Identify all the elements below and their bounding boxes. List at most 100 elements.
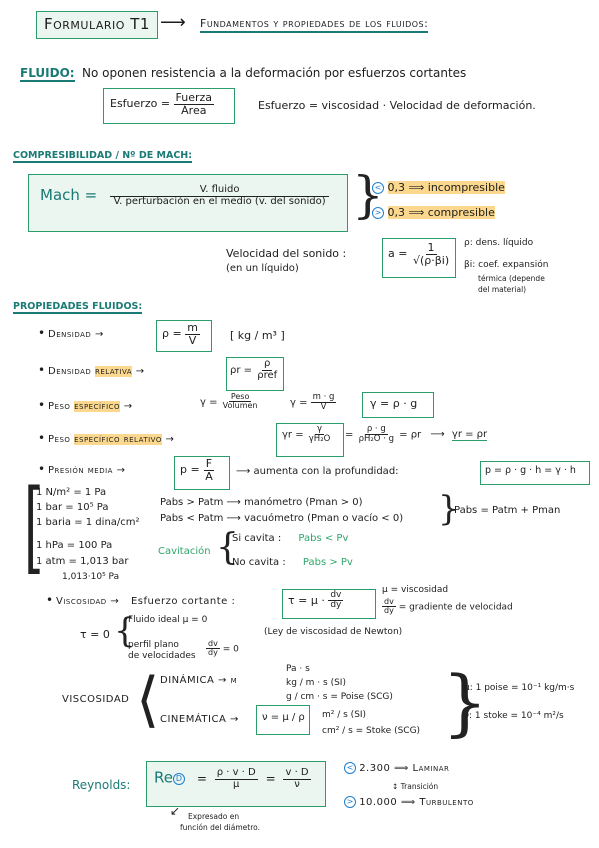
peso-esp-rel-label: Peso específico relativo → bbox=[48, 434, 174, 445]
reynolds-den1: μ bbox=[233, 778, 240, 790]
peso-esp-num1: Peso bbox=[228, 392, 252, 403]
cav-si-eq: Pabs < Pv bbox=[298, 533, 349, 544]
pabs-brace: } bbox=[438, 489, 460, 529]
reynolds-den2: ν bbox=[294, 778, 300, 790]
mach-num: V. fluido bbox=[109, 184, 330, 197]
gt-circle: > bbox=[372, 207, 384, 219]
densidad-box bbox=[156, 320, 212, 352]
unit-4: 1 hPa = 100 Pa bbox=[36, 540, 113, 551]
units-bracket: [ bbox=[24, 468, 44, 585]
cavitacion-label: Cavitación bbox=[158, 546, 211, 557]
arrow: → bbox=[165, 434, 175, 445]
bullet: • bbox=[38, 363, 46, 377]
fluido-label: FLUIDO: bbox=[20, 66, 75, 82]
presion-tail: ⟶ aumenta con la profundidad: bbox=[236, 466, 399, 477]
bullet: • bbox=[38, 431, 46, 445]
bullet: • bbox=[38, 462, 46, 476]
peso-esp-lhs1: γ = bbox=[200, 396, 218, 408]
densidad-units: [ kg / m³ ] bbox=[230, 329, 285, 342]
presion-lhs: p = bbox=[180, 463, 200, 477]
presion-result-box bbox=[480, 461, 590, 485]
perfil-den: dy bbox=[208, 648, 218, 658]
densidad-rel-lhs: ρr = bbox=[230, 365, 253, 376]
equals: = bbox=[345, 429, 354, 441]
sound-box bbox=[382, 238, 456, 278]
presion-result: p = ρ · g · h = γ · h bbox=[485, 465, 576, 476]
mach-gt: > 0,3 ⟹ compresible bbox=[372, 206, 495, 219]
grad-den: dy bbox=[384, 606, 394, 616]
peso-esp-rel-den2: ρH₂O · g bbox=[358, 433, 394, 444]
cav-si: Si cavita : Pabs < Pv bbox=[232, 533, 348, 544]
peso-esp-num2: m · g bbox=[310, 392, 337, 403]
sound-label: Velocidad del sonido : bbox=[226, 247, 347, 260]
title-arrow: ⟶ bbox=[160, 12, 186, 33]
reynolds-turbulento: > 10.000 ⟹ Turbulento bbox=[344, 796, 474, 808]
mach-incompresible: 0,3 ⟹ incompresible bbox=[387, 181, 505, 194]
peso-esp-label: Peso específico → bbox=[48, 401, 133, 412]
cin-box bbox=[256, 705, 310, 735]
note-arrow: ↙ bbox=[170, 804, 181, 818]
gt-circle: > bbox=[344, 796, 356, 808]
peso-esp-rel-num1: γ bbox=[315, 424, 325, 435]
unit-3: 1 baria = 1 dina/cm² bbox=[36, 517, 140, 528]
poise-conv: μ: 1 poise = 10⁻¹ kg/m·s bbox=[464, 683, 575, 693]
stoke-conv: ν: 1 stoke = 10⁻⁴ m²/s bbox=[464, 711, 564, 721]
lt-circle: < bbox=[344, 762, 356, 774]
unit-2: 1 bar = 10⁵ Pa bbox=[36, 502, 109, 513]
presion-box bbox=[174, 456, 230, 490]
densidad-label: Densidad → bbox=[48, 329, 104, 340]
esfuerzo-lhs: Esfuerzo = bbox=[110, 97, 171, 111]
reynolds-lam-text: 2.300 ⟹ Laminar bbox=[359, 763, 450, 774]
fluido-definition: No oponen resistencia a la deformación p… bbox=[82, 66, 467, 80]
presion-num: F bbox=[203, 457, 215, 471]
visc-big-brace: ⟨ bbox=[136, 665, 160, 735]
peso-esp-b: específico bbox=[74, 401, 121, 412]
bullet: • bbox=[38, 398, 46, 412]
sound-frac: 1√(ρ·βi) bbox=[411, 242, 451, 266]
peso-esp-rel-den1: γH₂O bbox=[308, 433, 331, 444]
title-box bbox=[36, 11, 158, 39]
perfil-2: de velocidades bbox=[128, 651, 196, 661]
reynolds-note-2: función del diámetro. bbox=[180, 823, 260, 832]
presion-den: A bbox=[205, 469, 213, 483]
peso-esp-rel-tail: = ρr bbox=[399, 429, 422, 441]
beta-note-1: βi: coef. expansión bbox=[464, 260, 549, 270]
mach-lt: < 0,3 ⟹ incompresible bbox=[372, 181, 505, 194]
pabs-result: Pabs = Patm + Pman bbox=[454, 505, 561, 516]
tau-zero: τ = 0 bbox=[80, 628, 110, 641]
sound-eq: a = 1√(ρ·βi) bbox=[388, 242, 451, 266]
visc-lhs: τ = μ · bbox=[288, 593, 325, 607]
peso-esp-rel-result: γr = ρr bbox=[451, 429, 488, 442]
arrow: → bbox=[123, 401, 133, 412]
cav-no-eq: Pabs > Pv bbox=[302, 557, 353, 568]
peso-esp-den2: V bbox=[320, 401, 327, 412]
din-u1: Pa · s bbox=[286, 664, 310, 674]
din-u3: g / cm · s = Poise (SCG) bbox=[286, 692, 393, 702]
visc-big-label: VISCOSIDAD bbox=[62, 694, 130, 705]
perfil-num: dv bbox=[206, 639, 220, 650]
densidad-num: m bbox=[185, 321, 200, 335]
densidad-rel-num: ρ bbox=[262, 358, 273, 371]
lt-circle: < bbox=[372, 182, 384, 194]
peso-esp-rel-a: Peso bbox=[48, 434, 71, 445]
cav-no-label: No cavita : bbox=[232, 557, 286, 568]
